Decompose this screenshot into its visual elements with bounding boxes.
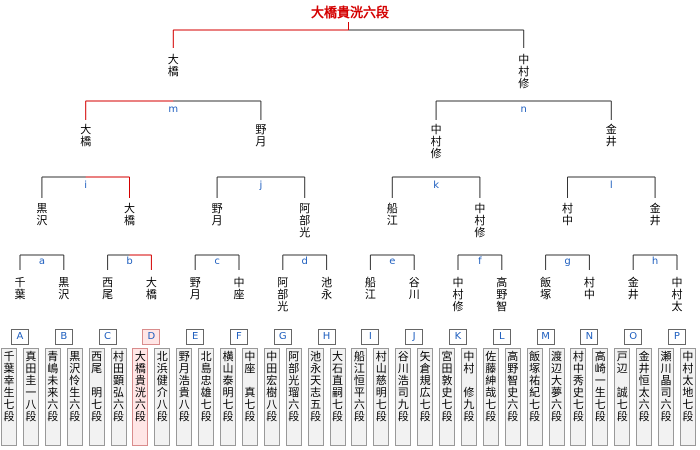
player-name-32: 中村太地七段 <box>679 348 696 446</box>
r1-name: 中村太 <box>671 276 683 313</box>
player-name-29: 戸辺 誠七段 <box>614 348 631 446</box>
player-name-26: 渡辺大夢六段 <box>548 348 565 446</box>
player-name-27: 村中秀史七段 <box>570 348 587 446</box>
r3-name: 大橋 <box>80 123 92 148</box>
r2-name: 野月 <box>211 202 223 227</box>
match-letter-b: b <box>126 256 133 267</box>
player-name-16: 大石直嗣七段 <box>329 348 346 446</box>
player-name-1: 千葉幸生七段 <box>1 348 17 446</box>
r2-name: 阿部光 <box>299 202 311 239</box>
r1-name: 船江 <box>364 276 376 301</box>
champion-title: 大橋貴洸六段 <box>310 6 389 21</box>
player-name-14: 阿部光瑠六段 <box>285 348 302 446</box>
pair-label-j: J <box>405 329 424 345</box>
r3-name: 中村修 <box>430 123 442 160</box>
r1-name: 阿部光 <box>277 276 289 313</box>
match-letter-d: d <box>301 256 308 267</box>
player-name-17: 船江恒平六段 <box>351 348 368 446</box>
r3-name: 金井 <box>605 123 617 148</box>
pair-label-d: D <box>142 329 161 345</box>
match-letter-f: f <box>478 256 482 267</box>
final-name: 中村修 <box>518 53 530 90</box>
player-name-23: 佐藤紳哉七段 <box>482 348 499 446</box>
player-name-6: 村田顕弘六段 <box>110 348 127 446</box>
player-name-13: 中田宏樹八段 <box>263 348 280 446</box>
player-name-24: 高野智史六段 <box>504 348 521 446</box>
pair-label-l: L <box>492 329 511 345</box>
r1-name: 飯塚 <box>540 276 552 301</box>
player-name-10: 北島忠雄七段 <box>198 348 215 446</box>
player-name-4: 黒沢怜生六段 <box>66 348 83 446</box>
r2-name: 船江 <box>386 202 398 227</box>
player-name-12: 中座 真七段 <box>241 348 258 446</box>
match-letter-i: i <box>84 180 88 191</box>
match-letter-a: a <box>38 256 45 267</box>
player-name-22: 中村 修九段 <box>460 348 477 446</box>
match-letter-l: l <box>609 180 613 191</box>
player-name-11: 横山泰明七段 <box>220 348 236 446</box>
r1-name: 中村修 <box>452 276 464 313</box>
r1-name: 池永 <box>321 276 333 301</box>
pair-label-a: A <box>10 329 29 345</box>
r2-name: 中村修 <box>474 202 486 239</box>
r1-name: 中座 <box>233 276 245 301</box>
pair-label-m: M <box>536 329 555 345</box>
pair-label-i: I <box>361 329 380 345</box>
player-name-7: 大橋貴洸六段 <box>132 348 149 446</box>
player-name-3: 青嶋未来六段 <box>44 348 61 446</box>
pair-label-n: N <box>580 329 599 345</box>
match-letter-m: m <box>168 104 179 115</box>
player-name-25: 飯塚祐紀七段 <box>526 348 543 446</box>
player-name-30: 金井恒太六段 <box>636 348 653 446</box>
r2-name: 大橋 <box>124 202 135 227</box>
pair-label-f: F <box>229 329 248 345</box>
r1-name: 千葉 <box>14 276 26 301</box>
pair-label-g: G <box>273 329 292 345</box>
pair-label-o: O <box>624 329 643 345</box>
pair-label-p: P <box>667 329 686 345</box>
player-name-28: 高崎一生七段 <box>592 348 609 446</box>
pair-label-c: C <box>98 329 117 345</box>
pair-label-e: E <box>186 329 205 345</box>
r3-name: 野月 <box>255 123 267 148</box>
player-name-31: 瀬川晶司六段 <box>658 348 674 446</box>
player-name-8: 北浜健介八段 <box>154 348 171 446</box>
player-name-19: 谷川浩司九段 <box>395 348 412 446</box>
player-name-5: 西尾 明七段 <box>88 348 105 446</box>
pair-label-h: H <box>317 329 336 345</box>
player-name-21: 宮田敦史七段 <box>439 348 455 446</box>
match-letter-c: c <box>214 256 220 267</box>
r1-name: 大橋 <box>145 276 157 301</box>
r1-name: 黒沢 <box>58 276 70 301</box>
player-name-9: 野月浩貴八段 <box>176 348 193 446</box>
r1-name: 谷川 <box>408 276 420 301</box>
r1-name: 高野智 <box>496 276 508 313</box>
match-letter-g: g <box>564 256 571 267</box>
match-letter-k: k <box>433 180 439 191</box>
match-letter-e: e <box>389 256 396 267</box>
match-letter-j: j <box>259 180 263 191</box>
pair-label-b: B <box>54 329 73 345</box>
final-name: 大橋 <box>167 53 179 78</box>
pair-label-k: K <box>448 329 467 345</box>
player-name-2: 真田圭一八段 <box>22 348 39 446</box>
r1-name: 金井 <box>627 276 639 301</box>
match-letter-h: h <box>651 256 659 267</box>
r2-name: 村中 <box>562 202 573 227</box>
r2-name: 金井 <box>649 202 661 227</box>
r1-name: 西尾 <box>102 276 114 301</box>
player-name-20: 矢倉規広七段 <box>417 348 434 446</box>
player-name-18: 村山慈明七段 <box>373 348 390 446</box>
r1-name: 村中 <box>583 276 595 301</box>
match-letter-n: n <box>520 104 527 115</box>
r2-name: 黒沢 <box>36 202 48 227</box>
r1-name: 野月 <box>189 276 201 301</box>
player-name-15: 池永天志五段 <box>307 348 324 446</box>
